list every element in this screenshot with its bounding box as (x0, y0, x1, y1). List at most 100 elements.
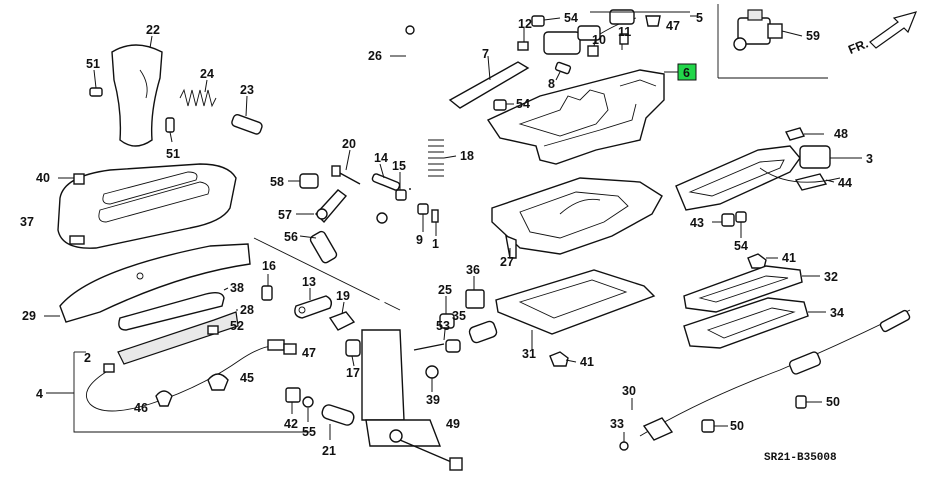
callout-48: 48 (834, 127, 848, 141)
callout-54-mid: 54 (516, 97, 530, 111)
callout-18: 18 (460, 149, 474, 163)
callout-40: 40 (36, 171, 50, 185)
callout-34: 34 (830, 306, 844, 320)
callout-6-highlight (677, 63, 697, 81)
part-13-lever (294, 288, 333, 319)
callout-20: 20 (342, 137, 356, 151)
part-58-bushing (288, 173, 319, 189)
callout-52: 52 (230, 319, 244, 333)
part-14-pin (371, 163, 401, 191)
part-27-bezel (491, 177, 663, 259)
callout-4: 4 (36, 387, 43, 401)
part-4-cable (86, 339, 285, 412)
part-10-clip (587, 35, 599, 57)
callout-3: 3 (866, 152, 873, 166)
bracket-4 (46, 351, 310, 433)
part-57-lever (296, 189, 348, 224)
callout-labels: 22 51 51 24 23 40 37 29 38 28 52 2 4 46 … (20, 11, 873, 464)
drawing-code: SR21-B35008 (764, 452, 837, 464)
callout-46: 46 (134, 401, 148, 415)
callout-38: 38 (230, 281, 244, 295)
part-33-end (619, 432, 629, 451)
inset-frame (717, 4, 828, 79)
direction-label: FR. (846, 36, 870, 57)
part-23-pin (231, 95, 263, 135)
callout-17: 17 (346, 366, 360, 380)
part-52-clip (207, 325, 219, 335)
part-54-clip-top (531, 15, 561, 27)
callout-53: 53 (436, 319, 450, 333)
callout-28: 28 (240, 303, 254, 317)
callout-16: 16 (262, 259, 276, 273)
part-55-cap (302, 396, 314, 422)
callout-13: 13 (302, 275, 316, 289)
callout-21: 21 (322, 444, 336, 458)
part-47-clip (283, 343, 297, 355)
part-45-clip (207, 373, 229, 391)
part-34-panel (683, 297, 826, 349)
part-29-panel (44, 243, 251, 323)
part-40-bolt (58, 173, 85, 185)
callout-9: 9 (416, 233, 423, 247)
callout-23: 23 (240, 83, 254, 97)
callout-24: 24 (200, 67, 214, 81)
callout-47-top: 47 (666, 19, 680, 33)
callout-54-top: 54 (564, 11, 578, 25)
callout-22: 22 (146, 23, 160, 37)
part-17-bushing (345, 339, 361, 367)
callout-32: 32 (824, 270, 838, 284)
callout-45: 45 (240, 371, 254, 385)
part-38-plate (118, 287, 229, 331)
front-direction-arrow: FR. (846, 11, 918, 57)
callout-51a: 51 (86, 57, 100, 71)
callout-54-right: 54 (734, 239, 748, 253)
part-3-indicator-panel (675, 145, 831, 211)
callout-35: 35 (452, 309, 466, 323)
part-solenoid-harness (543, 9, 637, 55)
part-15-collar (395, 172, 407, 201)
callout-55: 55 (302, 425, 316, 439)
part-50-bolt-lower (701, 419, 728, 433)
callout-37: 37 (20, 215, 34, 229)
part-6-gate-bracket (486, 69, 680, 165)
callout-59: 59 (806, 29, 820, 43)
callout-26: 26 (368, 49, 382, 63)
callout-31: 31 (522, 347, 536, 361)
part-39-nut (425, 365, 439, 392)
part-1-clip (431, 209, 439, 236)
part-21-collar (321, 404, 355, 440)
part-7-plate (448, 55, 530, 109)
part-54-clip-mid (493, 99, 514, 111)
part-59-connector (733, 9, 803, 51)
part-16-pin (261, 274, 273, 301)
part-41-nut-lower (549, 351, 577, 367)
part-54-clip-right (735, 211, 747, 238)
part-8-pin (554, 61, 572, 81)
callout-29: 29 (22, 309, 36, 323)
callout-49: 49 (446, 417, 460, 431)
panel-harness (759, 167, 841, 183)
callout-15: 15 (392, 159, 406, 173)
callout-33: 33 (610, 417, 624, 431)
part-26-rod (390, 25, 415, 190)
part-42-nut (285, 387, 301, 414)
callout-1: 1 (432, 237, 439, 251)
part-43-nut (712, 213, 735, 227)
callout-7: 7 (482, 47, 489, 61)
callout-42: 42 (284, 417, 298, 431)
callout-8: 8 (548, 77, 555, 91)
part-36-block (465, 276, 485, 309)
callout-41-lower: 41 (580, 355, 594, 369)
part-9-nut (417, 203, 429, 232)
part-25-collar (439, 296, 455, 329)
callout-2: 2 (84, 351, 91, 365)
callout-10: 10 (592, 33, 606, 47)
callout-43: 43 (690, 216, 704, 230)
callout-5: 5 (696, 11, 703, 25)
part-18-spring (428, 139, 457, 177)
part-12-plug (517, 28, 529, 51)
callout-36: 36 (466, 263, 480, 277)
part-46-clip (155, 390, 173, 407)
part-31-gasket (495, 269, 656, 350)
